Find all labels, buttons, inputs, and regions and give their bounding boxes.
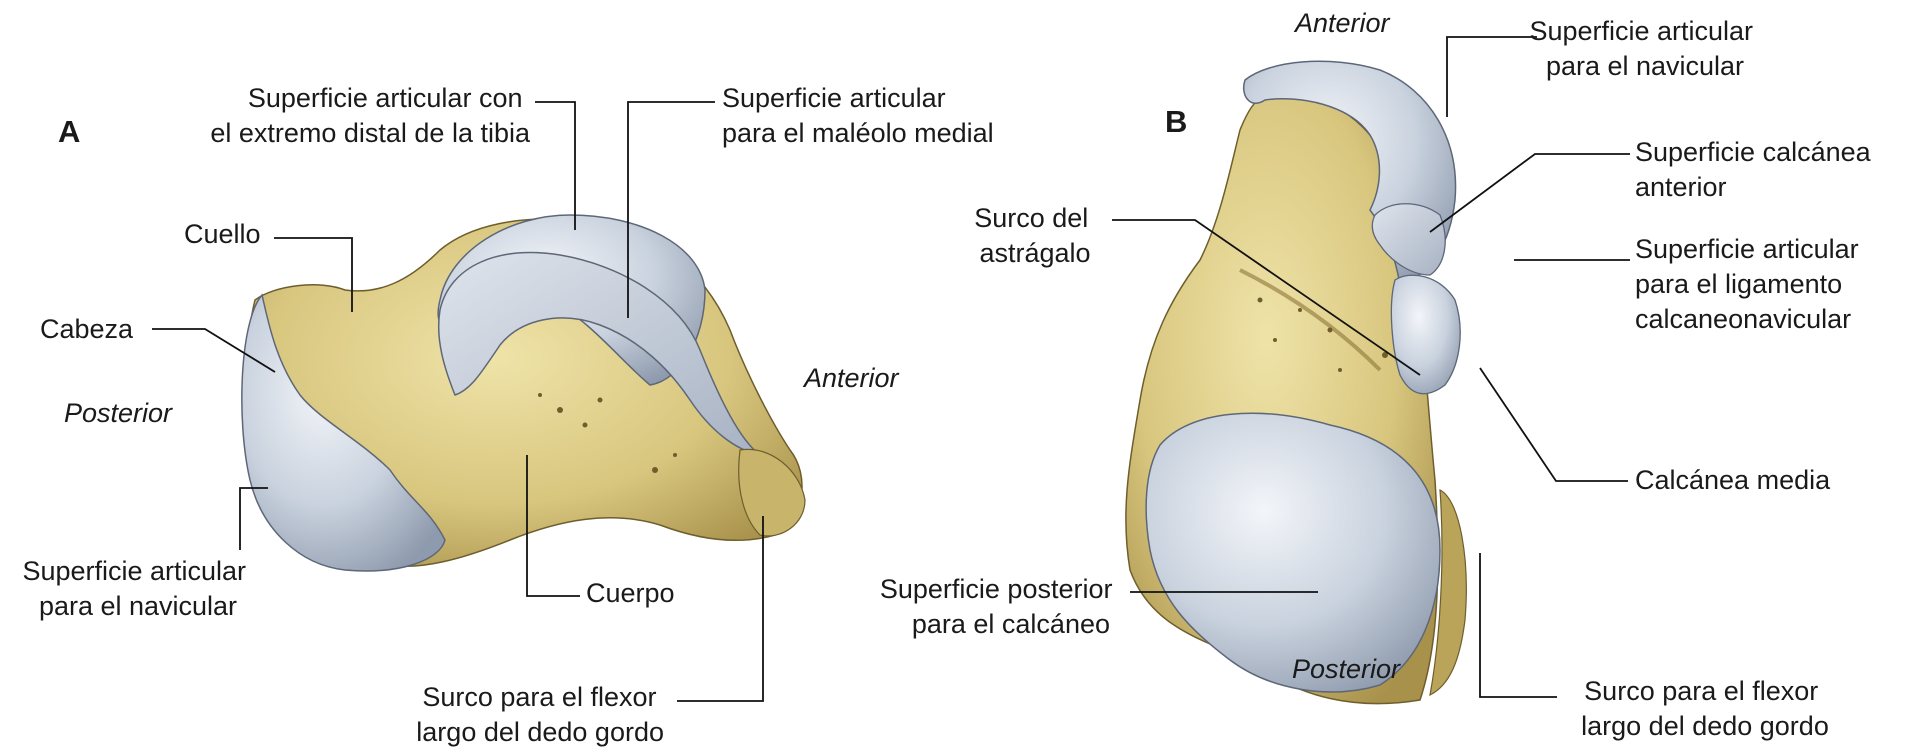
label-b-anterior: Anterior [1293, 8, 1391, 38]
leader-b-calcanea-media [1480, 368, 1628, 481]
label-b-calcanea-media: Calcánea media [1635, 465, 1831, 495]
panel-b-letter: B [1165, 104, 1187, 139]
panel-b [1126, 61, 1466, 703]
leader-b-calcanea-anterior [1430, 154, 1630, 232]
label-a-maleolo: Superficie articular para el maléolo med… [722, 83, 994, 148]
leader-a-flexor [677, 516, 763, 701]
label-b-flexor: Surco para el flexor largo del dedo gord… [1581, 676, 1829, 741]
leader-a-tibia [535, 102, 575, 230]
label-a-posterior: Posterior [64, 398, 173, 428]
label-b-surco-astragalo: Surco del astrágalo [974, 203, 1096, 268]
label-b-posterior-calcaneo: Superficie posterior para el calcáneo [880, 574, 1120, 639]
label-a-cabeza: Cabeza [40, 314, 134, 344]
label-a-cuello: Cuello [184, 219, 261, 249]
talus-b-posterior-calcaneal-facet [1146, 413, 1440, 692]
label-a-navicular: Superficie articular para el navicular [22, 556, 253, 621]
label-a-flexor: Surco para el flexor largo del dedo gord… [416, 682, 664, 747]
panel-a-letter: A [58, 114, 80, 149]
label-b-posterior: Posterior [1292, 654, 1401, 684]
panel-a [242, 215, 805, 571]
label-a-anterior: Anterior [802, 363, 900, 393]
label-b-navicular: Superficie articular para el navicular [1529, 16, 1760, 81]
label-b-ligamento: Superficie articular para el ligamento c… [1635, 234, 1866, 334]
label-b-calcanea-anterior: Superficie calcánea anterior [1635, 137, 1878, 202]
leader-b-navicular [1447, 37, 1537, 117]
talus-b-middle-calcaneal-facet [1391, 275, 1460, 394]
leader-b-flexor [1480, 553, 1557, 697]
label-a-cuerpo: Cuerpo [586, 578, 675, 608]
label-a-tibia: Superficie articular con el extremo dist… [210, 83, 531, 148]
